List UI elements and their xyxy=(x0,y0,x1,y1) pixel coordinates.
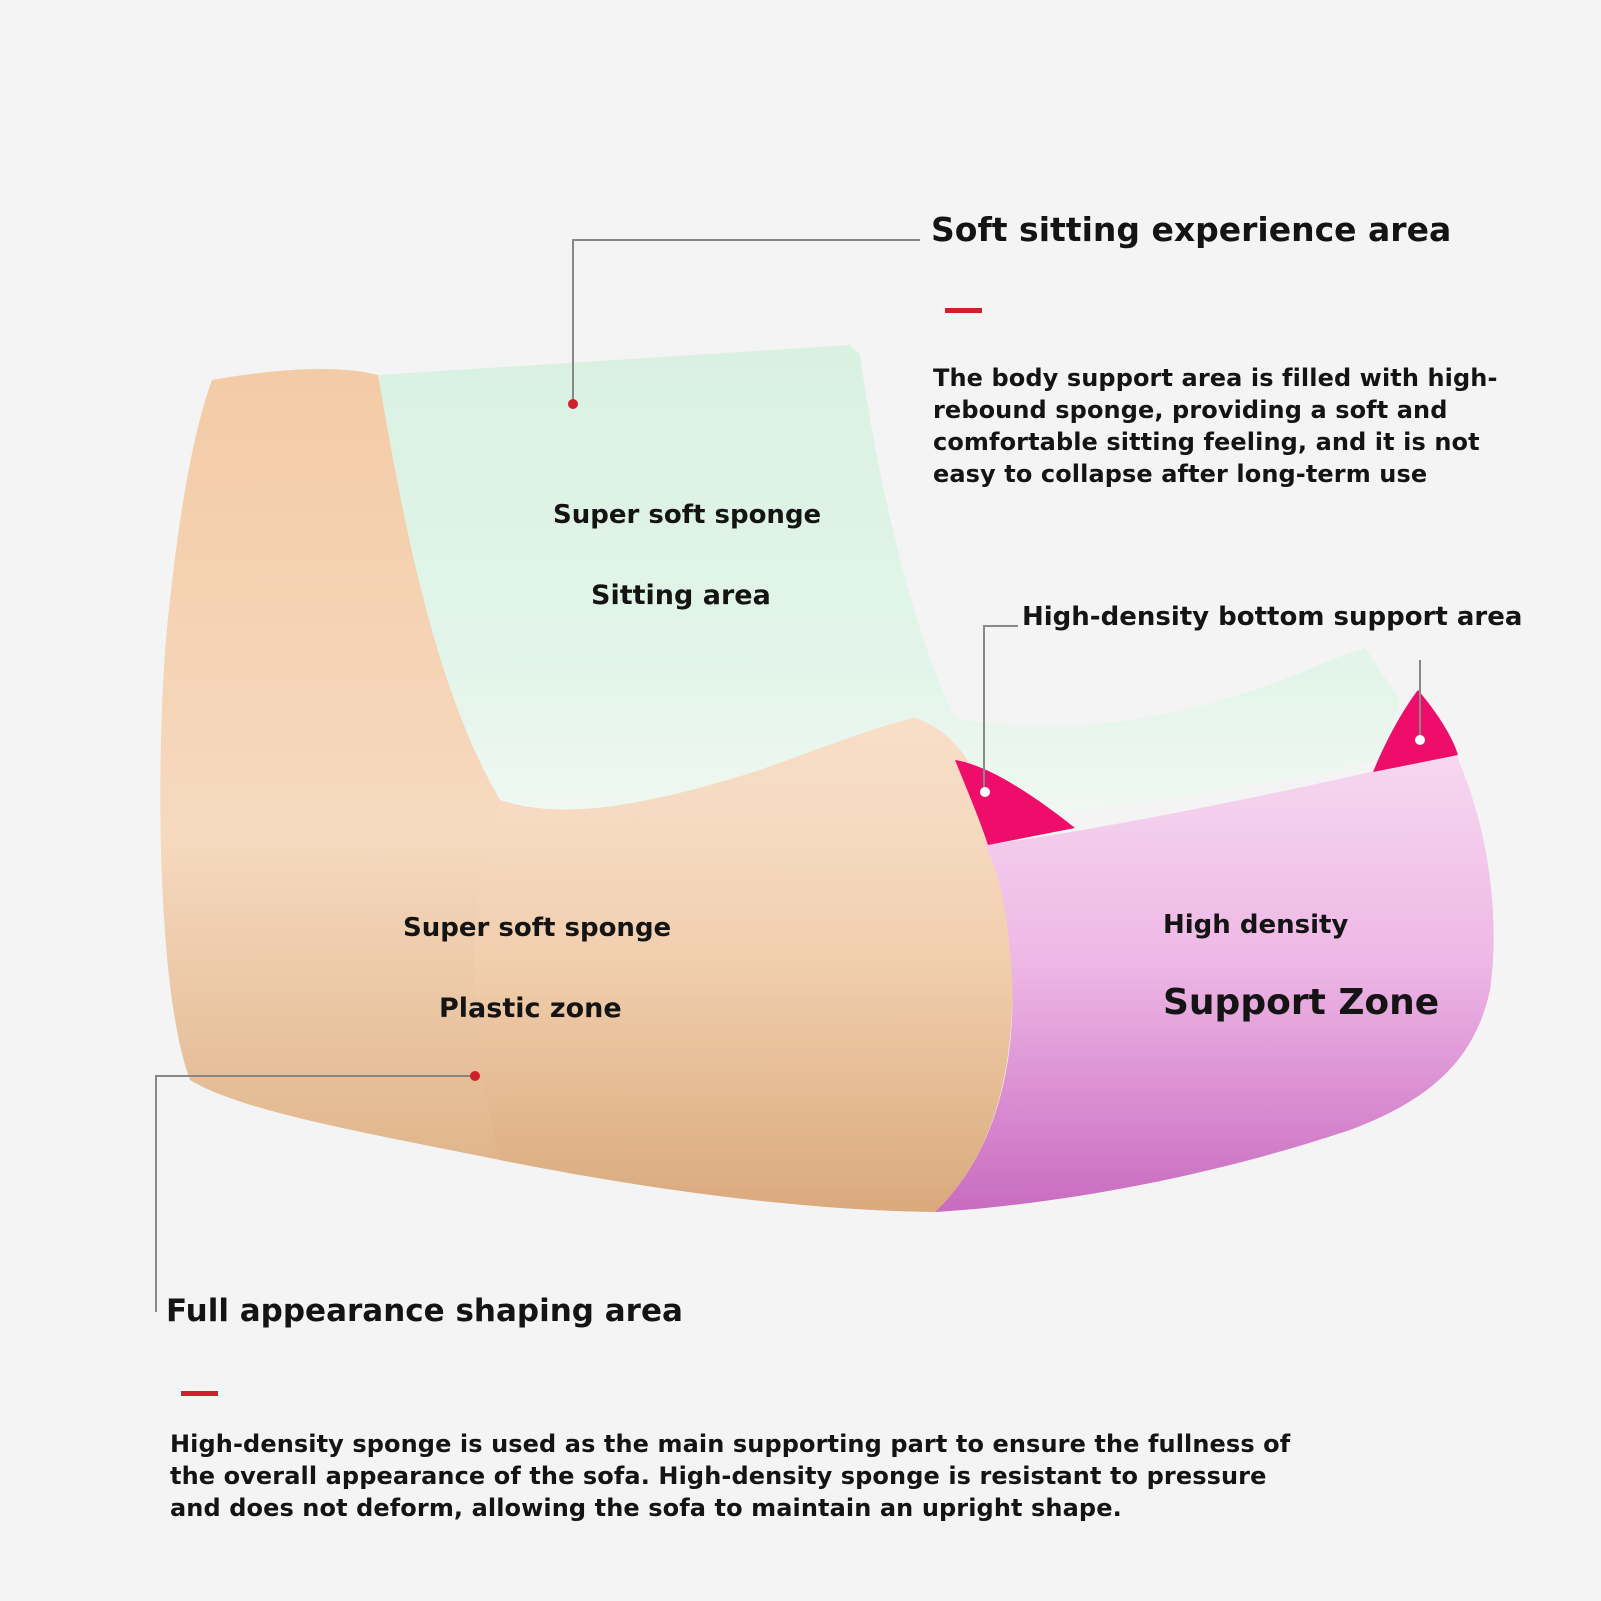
marker-bottom-support-left xyxy=(980,787,990,797)
bottom-support-title: High-density bottom support area xyxy=(1022,602,1523,632)
leader-soft-sitting xyxy=(572,239,920,403)
seat-label-1: Super soft sponge xyxy=(553,500,822,530)
bottom-support-right xyxy=(1373,690,1458,772)
full-appearance-body: High-density sponge is used as the main … xyxy=(170,1430,1291,1522)
accent-dash-bottom xyxy=(181,1391,218,1396)
seat-back-shape xyxy=(378,345,1400,820)
full-appearance-title: Full appearance shaping area xyxy=(166,1293,683,1329)
front-support-shape xyxy=(935,752,1494,1212)
arm-label-1: Super soft sponge xyxy=(403,913,672,943)
armrest-front-shade xyxy=(473,718,1013,1212)
seat-label-2: Sitting area xyxy=(591,580,771,611)
marker-full-appearance xyxy=(470,1071,480,1081)
accent-dash-top xyxy=(945,308,982,313)
arm-label-2: Plastic zone xyxy=(439,993,622,1024)
soft-sitting-body: The body support area is filled with hig… xyxy=(933,364,1498,488)
marker-bottom-support-right xyxy=(1415,735,1425,745)
leader-full-appearance xyxy=(155,1075,475,1312)
leader-bottom-support-left xyxy=(983,625,1018,790)
front-label-2: Support Zone xyxy=(1163,982,1440,1023)
marker-soft-sitting xyxy=(568,399,578,409)
front-label-1: High density xyxy=(1163,910,1349,940)
soft-sitting-title: Soft sitting experience area xyxy=(931,210,1452,249)
